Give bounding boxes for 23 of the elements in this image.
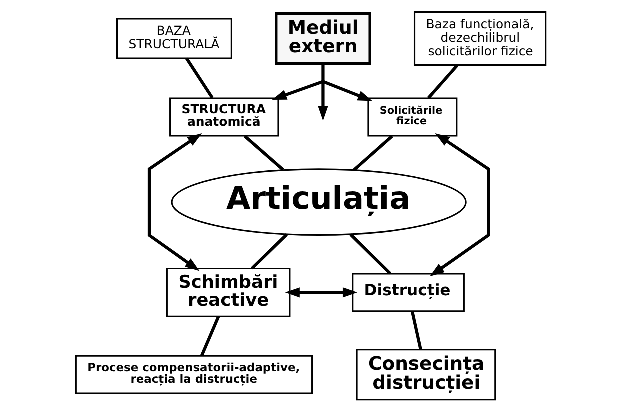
connector: [185, 58, 214, 99]
node-box: Procese compensatorii-adaptive, reacția la distrucție: [74, 355, 313, 394]
node-box: Distrucție: [352, 273, 464, 312]
node-box: Consecința distrucției: [356, 349, 496, 401]
connector: [426, 64, 458, 100]
arrow: [284, 288, 358, 298]
node-box: Schimbări reactive: [166, 268, 290, 318]
connector: [250, 234, 288, 270]
arrow: [272, 80, 372, 102]
connector: [349, 234, 391, 275]
arrow: [147, 133, 202, 272]
connector: [200, 316, 220, 356]
connector: [352, 135, 393, 172]
node-box: Baza funcțională, dezechilibrul solicitărilor fizice: [413, 11, 546, 66]
connector: [410, 311, 422, 350]
arrow: [430, 133, 490, 277]
arrow: [318, 64, 328, 121]
connector: [243, 135, 284, 172]
node-box: Solicitările fizice: [367, 98, 458, 137]
node-ellipse: Articulația: [170, 168, 466, 236]
node-box: Mediul extern: [274, 12, 371, 65]
node-box: STRUCTURA anatomică: [169, 98, 279, 137]
node-box: BAZA STRUCTURALĂ: [116, 18, 232, 60]
